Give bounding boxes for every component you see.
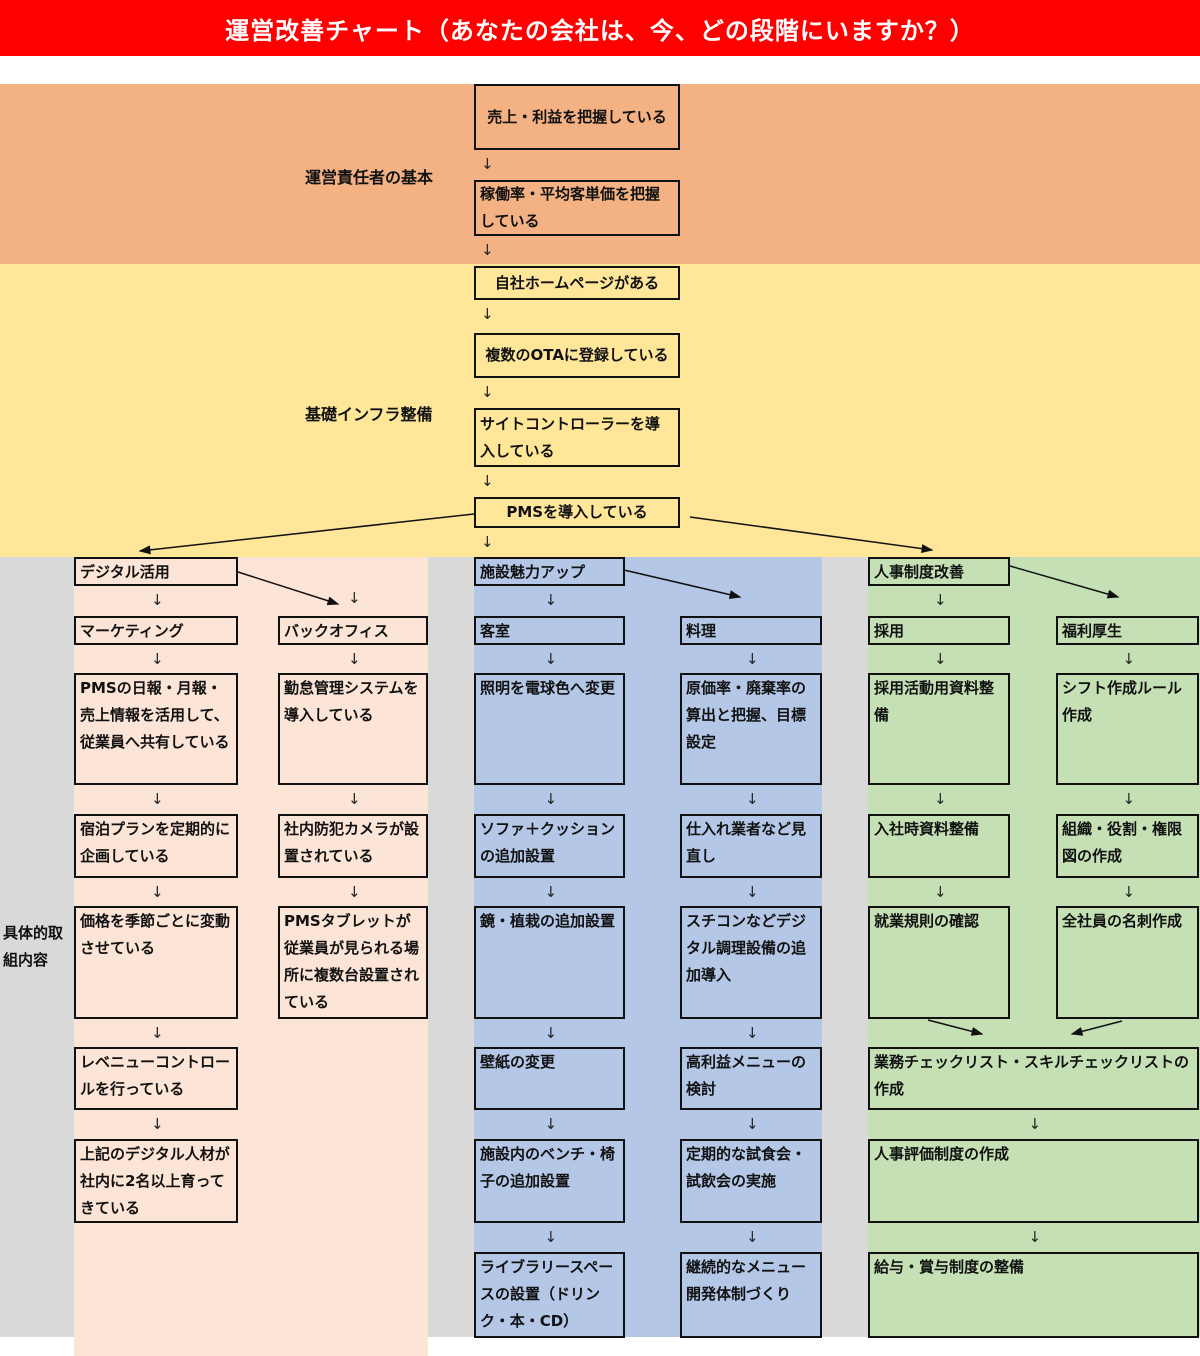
stage-basic-label: 運営責任者の基本	[305, 168, 434, 187]
task-box: レベニューコントロールを行っている	[74, 1047, 238, 1110]
task-box: 高利益メニューの検討	[680, 1047, 822, 1110]
stage-concrete-label: 具体的取組内容	[3, 924, 64, 969]
task-box: 上記のデジタル人材が社内に2名以上育ってきている	[74, 1139, 238, 1223]
task-box: 採用活動用資料整備	[868, 673, 1010, 785]
down-arrow-icon: ↓	[481, 241, 494, 259]
task-box: 仕入れ業者など見直し	[680, 814, 822, 878]
down-arrow-icon: ↓	[746, 1024, 759, 1042]
down-arrow-icon: ↓	[1122, 790, 1136, 808]
down-arrow-icon: ↓	[934, 790, 947, 808]
subcategory-box: 福利厚生	[1056, 616, 1199, 645]
task-box: 入社時資料整備	[868, 814, 1010, 878]
stage-infra-band	[0, 264, 1200, 557]
task-box: PMSタブレットが従業員が見られる場所に複数台設置されている	[278, 906, 428, 1019]
subcategory-box: 料理	[680, 616, 822, 645]
task-box: PMSの日報・月報・売上情報を活用して、従業員へ共有している	[74, 673, 238, 785]
connector-arrow	[1070, 1020, 1123, 1036]
task-box: 定期的な試食会・試飲会の実施	[680, 1139, 822, 1223]
down-arrow-icon: ↓	[746, 1115, 759, 1133]
down-arrow-icon: ↓	[544, 790, 558, 808]
down-arrow-icon: ↓	[746, 883, 759, 901]
task-box: ソファ＋クッションの追加設置	[474, 814, 625, 878]
down-arrow-icon: ↓	[1028, 1228, 1042, 1246]
step-box: 自社ホームページがある	[474, 266, 680, 300]
task-box: 勤怠管理システムを導入している	[278, 673, 428, 785]
task-box: 宿泊プランを定期的に企画している	[74, 814, 238, 878]
task-box: 就業規則の確認	[868, 906, 1010, 1019]
down-arrow-icon: ↓	[481, 472, 494, 490]
subcategory-box: マーケティング	[74, 616, 238, 645]
task-box: シフト作成ルール作成	[1056, 673, 1199, 785]
connector-arrow	[138, 513, 475, 555]
category-digital: デジタル活用	[74, 557, 238, 586]
down-arrow-icon: ↓	[746, 1228, 759, 1246]
down-arrow-icon: ↓	[151, 790, 164, 808]
task-box: 照明を電球色へ変更	[474, 673, 625, 785]
hr-column-bg	[868, 557, 1200, 1337]
down-arrow-icon: ↓	[151, 650, 164, 668]
down-arrow-icon: ↓	[348, 650, 361, 668]
subcategory-box: 客室	[474, 616, 625, 645]
down-arrow-icon: ↓	[348, 883, 361, 901]
step-box: サイトコントローラーを導入している	[474, 408, 680, 467]
task-box: 施設内のベンチ・椅子の追加設置	[474, 1139, 625, 1223]
task-box: 原価率・廃棄率の算出と把握、目標設定	[680, 673, 822, 785]
down-arrow-icon: ↓	[746, 790, 759, 808]
subcategory-box: 採用	[868, 616, 1010, 645]
task-box: 組織・役割・権限図の作成	[1056, 814, 1199, 878]
down-arrow-icon: ↓	[151, 883, 164, 901]
down-arrow-icon: ↓	[544, 883, 558, 901]
task-box: 鏡・植栽の追加設置	[474, 906, 625, 1019]
task-box: 全社員の名刺作成	[1056, 906, 1199, 1019]
down-arrow-icon: ↓	[544, 1228, 558, 1246]
task-box: 人事評価制度の作成	[868, 1139, 1199, 1223]
down-arrow-icon: ↓	[481, 305, 494, 323]
task-box: 価格を季節ごとに変動させている	[74, 906, 238, 1019]
task-box: 壁紙の変更	[474, 1047, 625, 1110]
chart-title: 運営改善チャート（あなたの会社は、今、どの段階にいますか？）	[0, 0, 1200, 56]
connector-arrow	[623, 569, 742, 600]
task-box: 業務チェックリスト・スキルチェックリストの作成	[868, 1047, 1199, 1110]
task-box: 継続的なメニュー開発体制づくり	[680, 1252, 822, 1338]
connector-arrow	[927, 1019, 984, 1036]
down-arrow-icon: ↓	[544, 1024, 558, 1042]
task-box: スチコンなどデジタル調理設備の追加導入	[680, 906, 822, 1019]
down-arrow-icon: ↓	[1028, 1115, 1042, 1133]
down-arrow-icon: ↓	[481, 533, 494, 551]
down-arrow-icon: ↓	[934, 883, 947, 901]
down-arrow-icon: ↓	[1122, 650, 1136, 668]
task-box: 社内防犯カメラが設置されている	[278, 814, 428, 878]
step-box: 売上・利益を把握している	[474, 84, 680, 150]
step-box: 稼働率・平均客単価を把握している	[474, 180, 680, 236]
down-arrow-icon: ↓	[544, 650, 558, 668]
category-facility: 施設魅力アップ	[474, 557, 625, 586]
down-arrow-icon: ↓	[151, 1115, 164, 1133]
down-arrow-icon: ↓	[348, 589, 361, 607]
facility-column-bg	[474, 557, 822, 1337]
down-arrow-icon: ↓	[348, 790, 361, 808]
down-arrow-icon: ↓	[934, 591, 947, 609]
down-arrow-icon: ↓	[544, 591, 558, 609]
subcategory-box: バックオフィス	[278, 616, 428, 645]
connector-arrow	[689, 516, 934, 554]
category-hr: 人事制度改善	[868, 557, 1010, 586]
connector-arrow	[1009, 565, 1120, 599]
down-arrow-icon: ↓	[746, 650, 759, 668]
down-arrow-icon: ↓	[934, 650, 947, 668]
down-arrow-icon: ↓	[544, 1115, 558, 1133]
task-box: 給与・賞与制度の整備	[868, 1252, 1199, 1338]
down-arrow-icon: ↓	[481, 383, 494, 401]
task-box: ライブラリースペースの設置（ドリンク・本・CD）	[474, 1252, 625, 1338]
down-arrow-icon: ↓	[481, 155, 494, 173]
down-arrow-icon: ↓	[151, 1024, 164, 1042]
down-arrow-icon: ↓	[1122, 883, 1136, 901]
connector-arrow	[237, 571, 340, 606]
step-box: 複数のOTAに登録している	[474, 333, 680, 378]
step-box: PMSを導入している	[474, 497, 680, 528]
down-arrow-icon: ↓	[151, 591, 164, 609]
stage-infra-label: 基礎インフラ整備	[305, 405, 433, 424]
